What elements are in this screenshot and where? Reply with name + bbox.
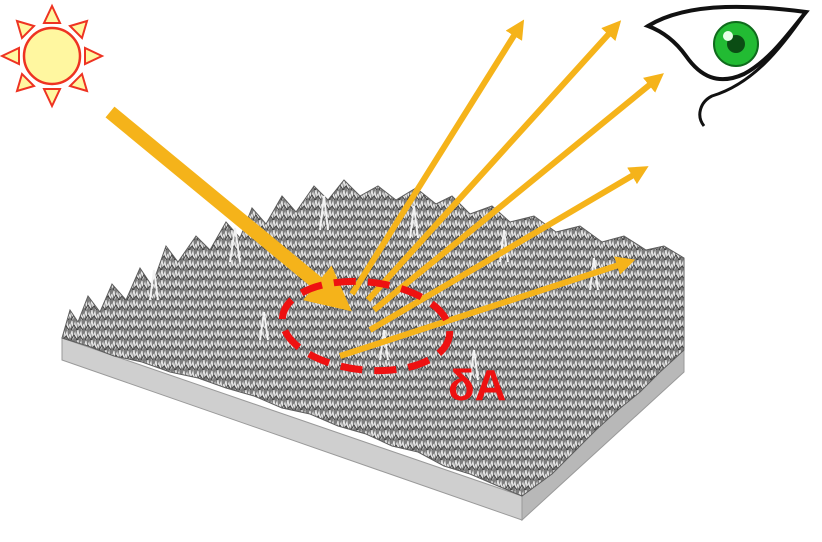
eye-icon [643, 4, 810, 127]
rough-surface [61, 179, 685, 522]
eye-highlight [723, 31, 733, 41]
reflected-ray [349, 19, 525, 296]
reflected-ray [365, 20, 622, 303]
eye-lash-line [698, 11, 808, 127]
reflected-ray [368, 166, 649, 333]
area-label: δA [448, 361, 506, 410]
surface-peaks [149, 195, 599, 381]
reflected-ray [372, 73, 664, 313]
sun-icon [0, 3, 105, 109]
incident-ray [105, 106, 352, 312]
surface-patch-outline [278, 277, 454, 375]
reflected-ray [339, 256, 636, 359]
reflected-rays [339, 19, 664, 359]
